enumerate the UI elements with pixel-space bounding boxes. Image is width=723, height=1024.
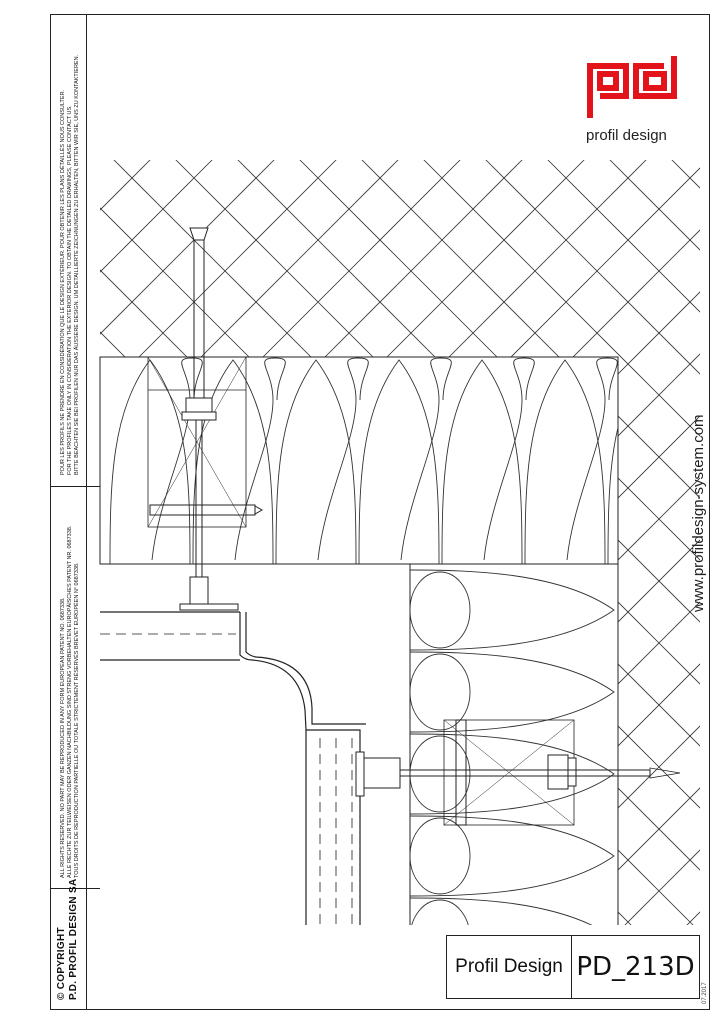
side-anchor-assembly [355, 719, 681, 826]
insulation-pattern-side [410, 569, 615, 925]
hatch-line [611, 160, 700, 925]
hatch-line [115, 160, 700, 925]
hatch-line [487, 160, 700, 925]
insulation-loop [400, 357, 452, 561]
sheet-border [50, 14, 710, 1010]
insulation-loop [192, 359, 274, 564]
hatch-line [100, 160, 521, 925]
insulation-loop [411, 899, 469, 925]
hatch-line [363, 160, 700, 925]
hatch-line [100, 160, 335, 925]
hatch-line [100, 160, 149, 925]
hatch-line [100, 160, 700, 925]
title-company: Profil Design [447, 936, 572, 998]
insulation-side [409, 357, 619, 925]
hatch-line [363, 160, 700, 925]
hatch-line [673, 160, 700, 925]
hatch-line [611, 160, 700, 925]
hatch-line [100, 160, 700, 925]
hatch-line [0, 100, 86, 1000]
title-block: Profil Design PD_213D [446, 935, 700, 999]
hatch-line [100, 160, 459, 925]
hatch-line [100, 160, 273, 925]
hatch-line [100, 160, 583, 925]
insulation-loop [410, 817, 471, 895]
hatch-line [100, 160, 335, 925]
brand-name: profil design [586, 127, 667, 144]
hatch-line [301, 160, 700, 925]
insulation-loop [109, 359, 191, 564]
hatch-line [177, 160, 700, 925]
hatch-line [673, 160, 700, 925]
insulation-loop [410, 815, 615, 897]
insulation-loop [566, 357, 618, 561]
insulation-loop [483, 357, 535, 561]
hatch-line [0, 100, 24, 1000]
hatch-line [115, 160, 700, 925]
hatch-line [100, 160, 149, 925]
insulation-loop [410, 653, 471, 731]
insulation-loop [410, 735, 471, 813]
insulation-loop [317, 357, 369, 561]
hatch-line [177, 160, 700, 925]
insulation-loop [151, 357, 203, 561]
drawing-code: PD_213D [576, 952, 695, 982]
hatch-line [0, 100, 86, 1000]
facade-panel-profile [100, 611, 366, 925]
insulation-loop [410, 651, 615, 733]
hatch-line [549, 160, 700, 925]
hatch-line [100, 160, 700, 925]
insulation-loop [410, 569, 615, 651]
insulation-loop [410, 897, 593, 925]
profil-design-logo [587, 56, 677, 118]
insulation-loop [607, 425, 618, 564]
hatch-line [100, 160, 397, 925]
insulation-loop [441, 359, 523, 564]
hatch-line [100, 160, 700, 925]
strip-separator-copyright [50, 888, 100, 889]
masonry-hatch [0, 100, 700, 1000]
insulation-pattern-top [109, 357, 618, 564]
insulation-loop [524, 359, 606, 564]
hatch-line [549, 160, 700, 925]
drawing-date: 07.2017 [702, 982, 708, 1004]
hatch-line [100, 160, 211, 925]
hatch-line [100, 160, 645, 925]
hatch-line [425, 160, 700, 925]
hatch-line [100, 160, 459, 925]
left-strip-divider [86, 14, 87, 1010]
hatch-line [100, 160, 645, 925]
insulation-loop [410, 571, 471, 649]
hatch-line [425, 160, 700, 925]
top-anchor-assembly [147, 227, 264, 611]
insulation-loop [410, 733, 615, 815]
insulation-loop [275, 359, 357, 564]
hatch-line [301, 160, 700, 925]
hatch-line [100, 160, 211, 925]
hatch-line [100, 160, 700, 925]
insulation-loop [358, 359, 440, 564]
strip-separator-notice [50, 486, 100, 487]
hatch-line [100, 160, 583, 925]
hatch-line [0, 100, 24, 1000]
hatch-line [100, 160, 273, 925]
insulation-loop [234, 357, 286, 561]
hatch-line [487, 160, 700, 925]
hatch-line [100, 160, 700, 925]
